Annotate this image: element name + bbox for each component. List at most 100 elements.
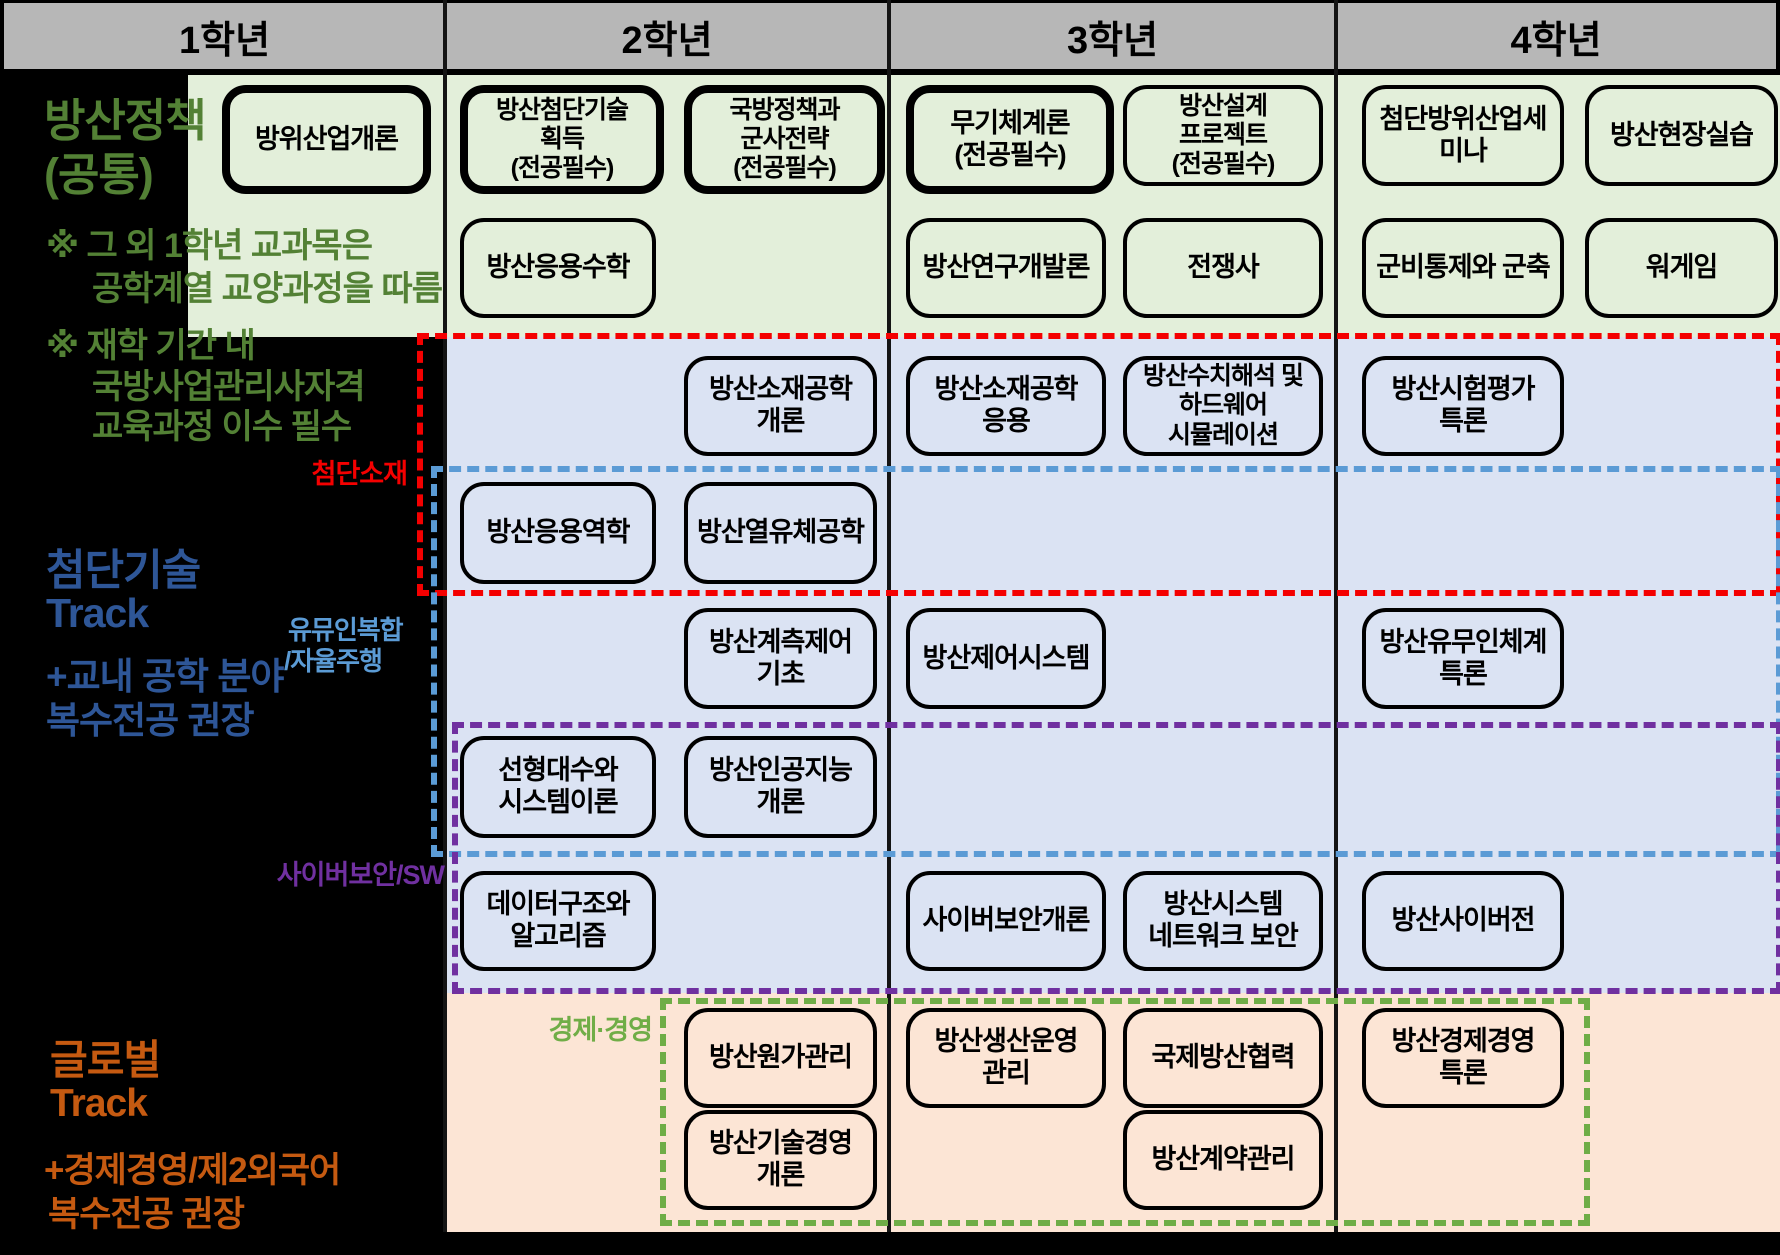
course-box-label: 방산연구개발론 bbox=[922, 252, 1091, 283]
global-subtitle-line1: +경제경영/제2외국어 bbox=[44, 1151, 341, 1190]
course-box-label: 응용 bbox=[982, 406, 1031, 436]
course-box-label: 방산생산운영 bbox=[934, 1026, 1078, 1057]
course-box-label: 특론 bbox=[1439, 406, 1488, 436]
materials-track-dashed-box bbox=[417, 333, 1780, 596]
tech-title-line2: Track bbox=[46, 590, 149, 636]
course-box-label: 프로젝트 bbox=[1178, 120, 1268, 149]
course-box: 방산응용수학 bbox=[460, 218, 656, 318]
tech-subtitle-line1: +교내 공학 분야 bbox=[46, 656, 284, 697]
course-box-label: 알고리즘 bbox=[510, 921, 606, 951]
course-box-label: 방산수치해석 및 bbox=[1143, 362, 1304, 391]
course-box-label: 선형대수와 bbox=[498, 755, 618, 786]
course-box-label: (전공필수) bbox=[733, 154, 837, 183]
course-box-label: 방위산업개론 bbox=[254, 123, 399, 154]
course-box-label: 하드웨어 bbox=[1178, 391, 1268, 420]
policy-title-line1: 방산정책 bbox=[44, 95, 207, 146]
course-box-label: 방산설계 bbox=[1178, 91, 1268, 120]
course-box-label: 개론 bbox=[756, 406, 806, 436]
course-box: 방산열유체공학 bbox=[684, 482, 877, 584]
note-first-year-line1: ※ 그 외 1학년 교과목은 bbox=[46, 227, 373, 265]
course-box-label: 방산인공지능 bbox=[708, 755, 853, 786]
unmanned-track-tag-line1: 유뮤인복합 bbox=[288, 615, 404, 645]
course-box-label: 방산시스템 bbox=[1163, 889, 1283, 920]
header-year-4: 4학년 bbox=[1510, 19, 1602, 62]
course-box: 방산현장실습 bbox=[1585, 85, 1778, 186]
econ-track-tag: 경제·경영 bbox=[548, 1015, 653, 1045]
course-box-label: 군사전략 bbox=[740, 124, 829, 153]
course-box-label: 개론 bbox=[756, 787, 806, 817]
course-box-label: 시스템이론 bbox=[498, 787, 618, 817]
course-box: 방산원가관리 bbox=[684, 1008, 877, 1108]
course-box-label: 방산원가관리 bbox=[708, 1042, 853, 1073]
course-box-label: 방산기술경영 bbox=[708, 1128, 853, 1159]
note-certificate-line3: 교육과정 이수 필수 bbox=[92, 408, 352, 446]
course-box-label: 방산계측제어 bbox=[708, 626, 853, 657]
note-certificate-line1: ※ 재학 기간 내 bbox=[46, 327, 256, 365]
course-box-label: 특론 bbox=[1439, 1058, 1488, 1088]
unmanned-track-tag-line2: /자율주행 bbox=[284, 646, 383, 676]
course-box-label: 개론 bbox=[756, 1160, 806, 1190]
policy-title-line2: (공통) bbox=[44, 149, 154, 200]
course-box-label: (전공필수) bbox=[1171, 150, 1276, 179]
course-box: 국제방산협력 bbox=[1123, 1008, 1323, 1108]
course-box-label: (전공필수) bbox=[954, 139, 1066, 170]
course-box-label: 방산첨단기술 bbox=[495, 95, 629, 124]
course-box-label: 전쟁사 bbox=[1187, 252, 1260, 283]
course-box: 방위산업개론 bbox=[222, 85, 431, 194]
course-box-label: 방산계약관리 bbox=[1151, 1144, 1295, 1175]
course-box: 전쟁사 bbox=[1123, 218, 1323, 318]
course-box: 무기체계론(전공필수) bbox=[906, 85, 1114, 194]
column-divider-3 bbox=[1334, 0, 1338, 1232]
course-box: 방산응용역학 bbox=[460, 482, 656, 584]
course-box-label: 방산현장실습 bbox=[1609, 119, 1754, 150]
course-box-label: 특론 bbox=[1439, 658, 1488, 689]
header-year-2: 2학년 bbox=[621, 19, 713, 62]
header-year-3: 3학년 bbox=[1066, 19, 1159, 62]
course-box-label: 방산소재공학 bbox=[934, 374, 1078, 405]
course-box-label: 네트워크 보안 bbox=[1148, 921, 1299, 951]
tech-subtitle-line2: 복수전공 권장 bbox=[46, 700, 255, 741]
course-box: 방산계약관리 bbox=[1123, 1110, 1323, 1210]
header-year-1: 1학년 bbox=[178, 19, 271, 62]
course-box: 워게임 bbox=[1585, 218, 1778, 318]
course-box-label: 방산사이버전 bbox=[1391, 905, 1535, 936]
course-box-label: 방산소재공학 bbox=[708, 374, 853, 405]
course-box-label: 관리 bbox=[982, 1058, 1031, 1088]
tech-title-line1: 첨단기술 bbox=[46, 547, 201, 595]
course-box-label: (전공필수) bbox=[510, 154, 615, 183]
course-box-label: 방산유무인체계 bbox=[1379, 626, 1548, 657]
course-box-label: 무기체계론 bbox=[950, 107, 1070, 138]
course-box: 방산사이버전 bbox=[1362, 871, 1564, 971]
global-title-line2: Track bbox=[50, 1082, 148, 1125]
course-box-label: 방산응용수학 bbox=[486, 252, 630, 283]
unmanned-track-dashed-box bbox=[431, 466, 1780, 857]
course-box-label: 군비통제와 군축 bbox=[1376, 252, 1550, 283]
course-box-label: 워게임 bbox=[1645, 252, 1719, 283]
global-subtitle-line2: 복수전공 권장 bbox=[48, 1195, 245, 1234]
column-divider-2 bbox=[887, 0, 891, 1232]
course-box-label: 방산시험평가 bbox=[1391, 374, 1535, 405]
column-divider-1 bbox=[443, 0, 447, 1232]
course-box: 군비통제와 군축 bbox=[1362, 218, 1564, 318]
course-box-label: 방산응용역학 bbox=[486, 517, 630, 548]
course-box: 방산제어시스템 bbox=[906, 608, 1106, 709]
course-box-label: 사이버보안개론 bbox=[922, 905, 1091, 936]
cyber-track-tag: 사이버보안/SW bbox=[276, 860, 445, 890]
course-box-label: 시뮬레이션 bbox=[1167, 420, 1279, 449]
course-box-label: 첨단방위산업세 bbox=[1379, 103, 1548, 134]
econ-track-dashed-box bbox=[660, 998, 1590, 1226]
note-certificate-line2: 국방사업관리사자격 bbox=[92, 368, 366, 406]
course-box-label: 방산경제경영 bbox=[1391, 1026, 1535, 1057]
